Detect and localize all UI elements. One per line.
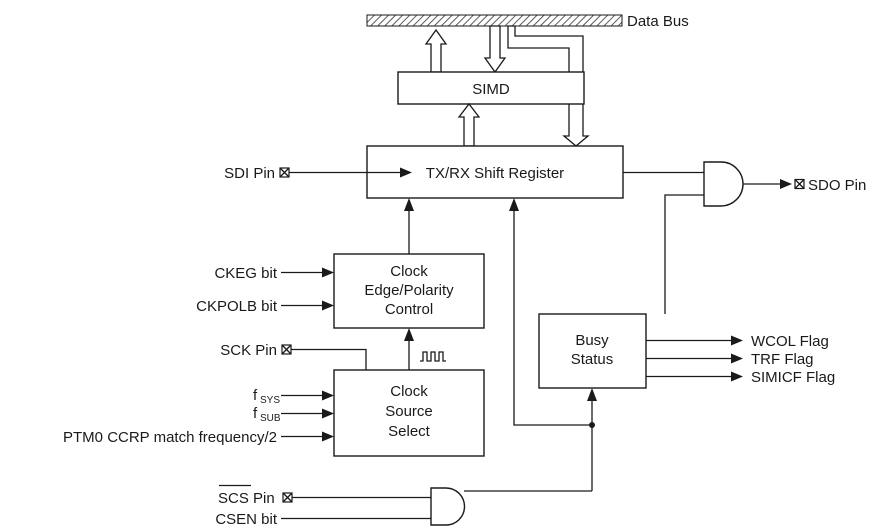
clock-source-to-edge-arrowhead (404, 328, 414, 341)
clock-source-select-box (333, 369, 485, 457)
svg-text:SCS Pin: SCS Pin (218, 490, 275, 507)
bus-to-simd-arrow (483, 25, 507, 74)
busy-status-line-1: Busy (575, 332, 609, 349)
clock-pulse-icon (420, 351, 446, 362)
fsub-arrowhead (322, 408, 334, 419)
cs-to-busy-arrowhead (587, 388, 597, 401)
ckpolb-bit-label: CKPOLB bit (196, 298, 278, 315)
ckeg-arrowhead (322, 267, 334, 278)
clock-edge-line-2: Edge/Polarity (364, 282, 454, 299)
svg-text:SYS: SYS (260, 395, 280, 406)
trf-flag-label: TRF Flag (751, 351, 814, 368)
sdi-pin-icon (279, 167, 290, 178)
wcol-arrowhead (731, 335, 743, 346)
csen-bit-label: CSEN bit (215, 511, 278, 528)
busy-status-box (538, 313, 647, 389)
simd-label: SIMD (472, 81, 510, 98)
clock-source-line-3: Select (388, 423, 431, 440)
sck-wire (291, 348, 367, 370)
scs-pin-label: SCS Pin (218, 484, 275, 507)
simd-to-bus-arrow (424, 28, 448, 73)
clock-source-line-2: Source (385, 403, 433, 420)
sdo-and-gate (703, 161, 744, 207)
sdo-pin-icon (794, 178, 805, 190)
cs-and-gate (430, 487, 466, 526)
data-bus-bar (366, 14, 623, 27)
sdo-arrowhead (780, 179, 792, 189)
svg-text:SUB: SUB (260, 413, 281, 424)
data-bus-label: Data Bus (627, 13, 689, 30)
fsys-label: f SYS (253, 387, 280, 406)
clock-edge-line-3: Control (385, 301, 433, 318)
sdo-pin-label: SDO Pin (808, 177, 866, 194)
junction-dot (589, 422, 595, 428)
fsub-label: f SUB (253, 405, 281, 424)
ckpolb-arrowhead (322, 300, 334, 311)
trf-arrowhead (731, 353, 743, 364)
ckeg-bit-label: CKEG bit (214, 265, 277, 282)
clock-edge-polarity-box (333, 253, 485, 329)
sdi-pin-label: SDI Pin (224, 165, 275, 182)
shift-register-label: TX/RX Shift Register (426, 165, 564, 182)
simicf-flag-label: SIMICF Flag (751, 369, 835, 386)
svg-text:f: f (253, 405, 258, 422)
simd-box (397, 71, 585, 105)
ptm0-arrowhead (322, 431, 334, 442)
clock-source-line-1: Clock (390, 383, 428, 400)
simicf-arrowhead (731, 371, 743, 382)
sck-pin-icon (281, 344, 292, 355)
svg-text:f: f (253, 387, 258, 404)
wcol-flag-label: WCOL Flag (751, 333, 829, 350)
busy-status-line-2: Status (571, 351, 614, 368)
sdi-arrowhead (400, 167, 412, 178)
clock-edge-to-shift-arrowhead (404, 198, 414, 211)
ptm0-label: PTM0 CCRP match frequency/2 (63, 429, 277, 446)
shift-register-to-simd-arrow (457, 102, 481, 147)
cs-to-shift-wire (513, 210, 592, 426)
scs-pin-icon (282, 492, 293, 503)
busy-to-sdo-gate-wire (664, 194, 704, 314)
clock-edge-line-1: Clock (390, 263, 428, 280)
sck-pin-label: SCK Pin (220, 342, 277, 359)
fsys-arrowhead (322, 390, 334, 401)
cs-to-shift-arrowhead (509, 198, 519, 211)
